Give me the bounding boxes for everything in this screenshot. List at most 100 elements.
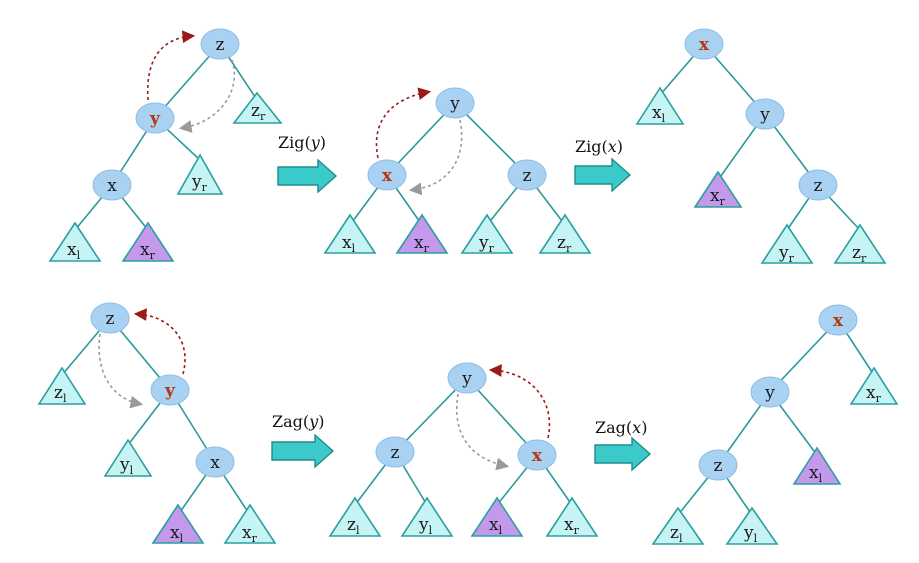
zig-panel-1-before: z y x zr yr xl xr (48, 28, 283, 262)
node-y-label: y (461, 369, 472, 389)
node-x (818, 304, 858, 336)
op-label-zag-x: Zag(x) (595, 418, 647, 437)
node-z-label: z (814, 176, 823, 196)
subtree-xl-label: xl (652, 103, 666, 125)
subtree-xl-label: xl (342, 233, 356, 255)
subtree-xr-highlight (395, 213, 449, 254)
node-z (375, 436, 415, 468)
node-y-label: y (164, 381, 176, 401)
subtree-xl-highlight (151, 503, 205, 544)
zig-panel-2-middle: y x z xl xr yr zr (323, 87, 592, 255)
subtree-xr-label: xr (564, 515, 580, 537)
subtree-xr (223, 503, 277, 544)
node-z-label: z (714, 456, 723, 476)
transition-arrow (277, 158, 338, 194)
subtree-xr-label: xr (866, 383, 882, 405)
subtree-yr (460, 213, 514, 254)
node-z (200, 28, 240, 60)
node-x (517, 439, 557, 471)
node-x (684, 28, 724, 60)
subtree-zl-label: zl (347, 515, 360, 537)
subtree-zr (833, 223, 887, 264)
subtree-xl (635, 86, 685, 125)
node-y-label: y (149, 109, 161, 129)
subtree-zr-label: zr (852, 243, 867, 265)
rotation-arc (375, 87, 432, 159)
zig-panel-3-after: x y z xl xr yr zr (635, 28, 887, 265)
node-z-label: z (106, 309, 115, 329)
transition-zag-x: Zag(x) (594, 418, 652, 472)
subtree-yl-label: yl (418, 515, 433, 537)
node-x-label: x (107, 176, 117, 196)
subtree-yl (400, 496, 454, 537)
subtree-xr-label: xr (710, 186, 726, 208)
subtree-yr-label: yr (478, 233, 495, 255)
op-label-zig-y: Zig(y) (278, 133, 326, 152)
node-z-label: z (216, 35, 225, 55)
return-arc (98, 333, 144, 409)
transition-zig-y: Zig(y) (277, 133, 338, 194)
subtree-zl (651, 506, 705, 545)
transition-arrow (574, 157, 632, 193)
subtree-xl (323, 213, 377, 254)
subtree-xr-label: xr (140, 240, 156, 262)
subtree-zl (328, 496, 382, 537)
subtree-yl-label: yl (119, 455, 134, 477)
node-z (90, 302, 130, 334)
subtree-yl (725, 506, 779, 545)
node-z (798, 169, 838, 201)
transition-zig-x: Zig(x) (574, 137, 632, 193)
node-x-label: x (382, 166, 393, 186)
subtree-yr (760, 223, 814, 264)
zag-panel-1-before: z y x zl yl xl xr (37, 302, 277, 545)
op-label-zig-x: Zig(x) (575, 137, 623, 156)
return-arc (408, 119, 463, 196)
subtree-xr-highlight (693, 170, 743, 208)
zag-panel-3-after: x y z xr xl zl yl (651, 304, 899, 545)
node-y (150, 374, 190, 406)
rotation-arc (133, 308, 186, 375)
subtree-xl-label: xl (809, 463, 823, 485)
subtree-yr-label: yr (191, 172, 208, 194)
node-y-label: y (759, 105, 770, 125)
node-x (92, 169, 132, 201)
node-x-label: x (699, 35, 710, 55)
node-y (135, 102, 175, 134)
subtree-yl (103, 438, 153, 477)
subtree-zl-label: zl (54, 383, 67, 405)
node-x-label: x (210, 453, 220, 473)
node-z (698, 449, 738, 481)
subtree-xl-label: xl (67, 240, 81, 262)
node-x-label: x (833, 311, 844, 331)
subtree-xr-highlight (121, 221, 175, 262)
subtree-yl-label: yl (743, 523, 758, 545)
return-arc (178, 59, 236, 133)
transition-arrow (271, 433, 335, 469)
return-arc (456, 393, 510, 471)
subtree-zr-label: zr (251, 101, 266, 123)
node-y-label: y (764, 383, 775, 403)
subtree-xr (849, 366, 899, 405)
rotation-arc (488, 364, 551, 439)
node-x (195, 446, 235, 478)
subtree-yr-label: yr (778, 243, 795, 265)
node-z (507, 159, 547, 191)
subtree-xl (48, 221, 102, 262)
subtree-xr-label: xr (242, 523, 258, 545)
subtree-yr (176, 153, 224, 195)
node-y (447, 362, 487, 394)
node-z-label: z (523, 166, 532, 186)
rotation-arc (146, 30, 196, 101)
node-x-label: x (532, 446, 543, 466)
op-label-zag-y: Zag(y) (272, 412, 324, 431)
subtree-xl-highlight (792, 446, 842, 485)
subtree-xr (545, 496, 599, 537)
node-y-label: y (449, 94, 460, 114)
subtree-zr-label: zr (557, 233, 572, 255)
node-y (745, 98, 785, 130)
subtree-zr (538, 213, 592, 254)
subtree-xr-label: xr (414, 233, 430, 255)
subtree-xl-label: xl (170, 523, 184, 545)
